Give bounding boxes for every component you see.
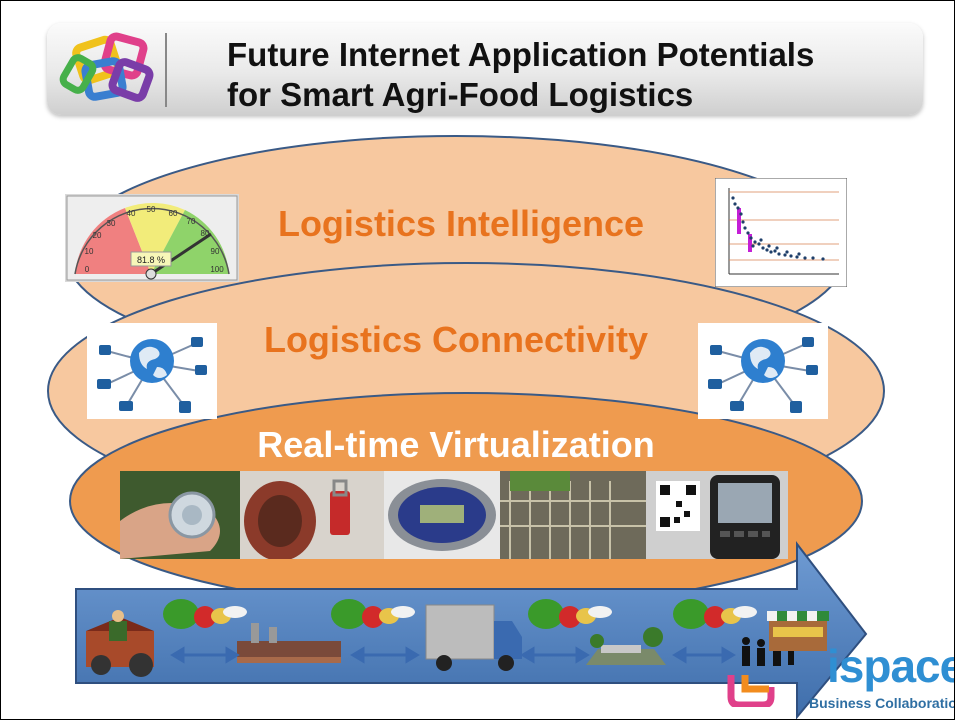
layer-label-connectivity: Logistics Connectivity	[263, 319, 649, 360]
gauge-dashboard-image: 81.8 % 0 10 20 30 40 50 60 70 80 90 100	[65, 194, 239, 282]
farm-icon	[86, 610, 154, 677]
layer-label-virtualization: Real-time Virtualization	[257, 424, 655, 465]
warehouse-cage-photo	[500, 471, 646, 559]
gauge-tick-100: 100	[210, 265, 224, 274]
gauge-tick-60: 60	[169, 209, 178, 218]
gauge-tick-30: 30	[107, 219, 116, 228]
vegetables-icon	[673, 599, 757, 629]
distribution-center-icon	[586, 627, 666, 665]
fi-ppp-logo-icon	[59, 32, 154, 102]
temperature-logger-photo	[384, 471, 500, 559]
network-globe-image-right	[698, 323, 828, 419]
truck-icon	[425, 604, 522, 671]
gauge-tick-0: 0	[85, 265, 90, 274]
page-title: Future Internet Application Potentials f…	[227, 35, 814, 115]
gauge-tick-20: 20	[93, 231, 102, 240]
bidirectional-arrow-icon	[672, 646, 736, 664]
title-line-1: Future Internet Application Potentials	[227, 36, 815, 73]
scatter-chart-image	[715, 178, 847, 287]
footer-logo: ispace Business Collaboratior	[727, 640, 955, 719]
gauge-tick-70: 70	[187, 217, 196, 226]
vegetables-icon	[163, 599, 247, 629]
market-stall-icon	[767, 611, 829, 651]
brand-tagline: Business Collaboratior	[809, 695, 955, 711]
gauge-tick-90: 90	[211, 247, 220, 256]
gauge-tick-80: 80	[201, 229, 210, 238]
brand-name: ispace	[827, 640, 955, 692]
ispace-logo-icon	[727, 675, 775, 707]
sensor-photo-strip	[120, 471, 788, 559]
title-line-2: for Smart Agri-Food Logistics	[227, 76, 694, 113]
seal-lock-photo	[240, 471, 384, 559]
title-bar: Future Internet Application Potentials f…	[47, 23, 923, 115]
bidirectional-arrow-icon	[350, 646, 420, 664]
gauge-value: 81.8 %	[137, 255, 165, 265]
gauge-tick-40: 40	[127, 209, 136, 218]
gauge-tick-10: 10	[85, 247, 94, 256]
title-divider	[165, 33, 167, 107]
network-globe-image-left	[87, 323, 217, 419]
qr-code-phone-photo	[646, 471, 788, 559]
rfid-tag-photo	[120, 471, 240, 559]
gauge-tick-50: 50	[147, 205, 156, 214]
layer-label-intelligence: Logistics Intelligence	[277, 203, 645, 244]
factory-icon	[237, 623, 341, 663]
vegetables-icon	[528, 599, 612, 629]
vegetables-icon	[331, 599, 415, 629]
bidirectional-arrow-icon	[520, 646, 590, 664]
bidirectional-arrow-icon	[170, 646, 240, 664]
